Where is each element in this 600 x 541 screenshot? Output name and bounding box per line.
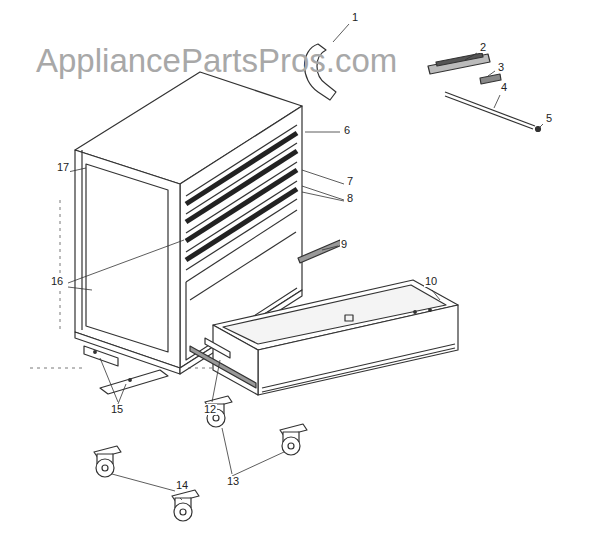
callout-number: 5 (545, 113, 553, 124)
callout-number: 8 (346, 193, 354, 204)
callout-number: 13 (226, 476, 240, 487)
callout-number: 4 (500, 82, 508, 93)
callout-number: 12 (203, 404, 217, 415)
callout-number: 9 (340, 239, 348, 250)
watermark: AppliancePartsPros.com (36, 44, 397, 77)
callout-number: 17 (56, 162, 70, 173)
callout-number: 2 (479, 42, 487, 53)
callout-number: 6 (343, 125, 351, 136)
callout-number: 15 (110, 404, 124, 415)
callout-number: 3 (497, 62, 505, 73)
callout-number: 7 (346, 176, 354, 187)
callout-number: 16 (50, 276, 64, 287)
callout-number: 10 (424, 276, 438, 287)
callout-number: 14 (175, 480, 189, 491)
callout-number: 1 (351, 12, 359, 23)
